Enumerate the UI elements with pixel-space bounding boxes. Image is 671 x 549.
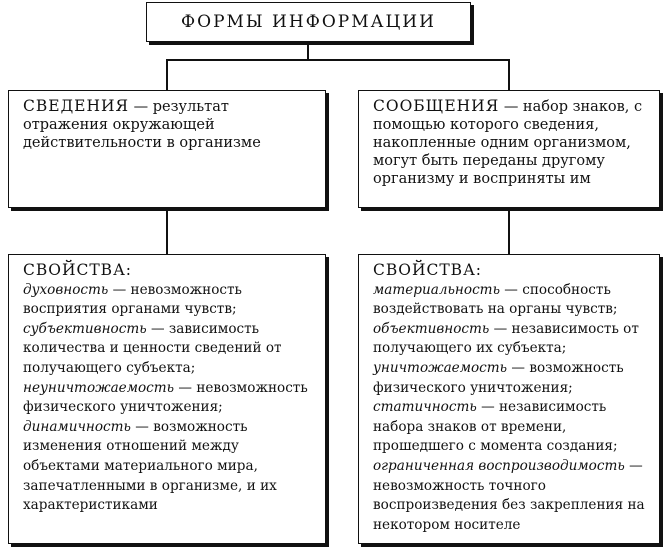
property-text: — невозможность восприятия органами чувс… (23, 281, 242, 318)
property-term: ограниченная воспроизводимость (373, 457, 625, 474)
property-item: статичность — независимость набора знако… (373, 398, 645, 457)
soobshcheniya-heading: СООБЩЕНИЯ (373, 97, 500, 115)
property-item: субъективность — зависимость количества … (23, 320, 311, 379)
property-text: — возможность физического уничтожения; (373, 359, 624, 396)
property-term: материальность (373, 281, 500, 298)
property-text: — зависимость количества и ценности свед… (23, 320, 282, 376)
connector-left-lower (166, 210, 168, 254)
soobshcheniya-properties-heading: СВОЙСТВА: (373, 261, 483, 279)
diagram-title: ФОРМЫ ИНФОРМАЦИИ (181, 12, 436, 32)
property-term: объективность (373, 320, 490, 337)
property-term: уничтожаемость (373, 359, 508, 376)
property-item: уничтожаемость — возможность физического… (373, 359, 645, 398)
property-text: — способность воздействовать на органы ч… (373, 281, 618, 318)
connector-right-lower (508, 210, 510, 254)
property-term: динамичность (23, 418, 131, 435)
property-text: — независимость от получающего их субъек… (373, 320, 639, 357)
connector-title-down (307, 44, 309, 60)
property-item: неуничтожаемость — невозможность физичес… (23, 379, 311, 418)
svedeniya-properties-box: СВОЙСТВА: духовность — невозможность вос… (8, 254, 326, 544)
soobshcheniya-properties-box: СВОЙСТВА: материальность — способность в… (358, 254, 660, 544)
svedeniya-definition-box: СВЕДЕНИЯ — результат отражения окружающе… (8, 90, 326, 208)
svedeniya-properties-heading: СВОЙСТВА: (23, 261, 133, 279)
property-item: ограниченная воспроизводимость — невозмо… (373, 457, 645, 535)
property-term: статичность (373, 399, 477, 416)
connector-left-down (166, 59, 168, 90)
property-text: — невозможность точного воспроизведения … (373, 457, 645, 533)
property-term: неуничтожаемость (23, 379, 175, 396)
svedeniya-definition: — результат отражения окружающей действи… (23, 99, 261, 151)
property-item: духовность — невозможность восприятия ор… (23, 281, 311, 320)
svedeniya-heading: СВЕДЕНИЯ (23, 97, 130, 115)
property-item: динамичность — возможность изменения отн… (23, 418, 311, 516)
connector-right-down (508, 59, 510, 90)
soobshcheniya-definition-box: СООБЩЕНИЯ — набор знаков, с помощью кото… (358, 90, 660, 208)
property-item: материальность — способность воздействов… (373, 281, 645, 320)
connector-horizontal (166, 59, 509, 61)
title-box: ФОРМЫ ИНФОРМАЦИИ (146, 2, 471, 42)
soobshcheniya-definition: — набор знаков, с помощью которого сведе… (373, 99, 643, 187)
property-text: — независимость набора знаков от времени… (373, 399, 618, 455)
property-item: объективность — независимость от получаю… (373, 320, 645, 359)
property-term: субъективность (23, 320, 147, 337)
property-term: духовность (23, 281, 109, 298)
property-text: — невозможность физического уничтожения; (23, 379, 308, 416)
property-text: — возможность изменения отношений между … (23, 418, 277, 514)
